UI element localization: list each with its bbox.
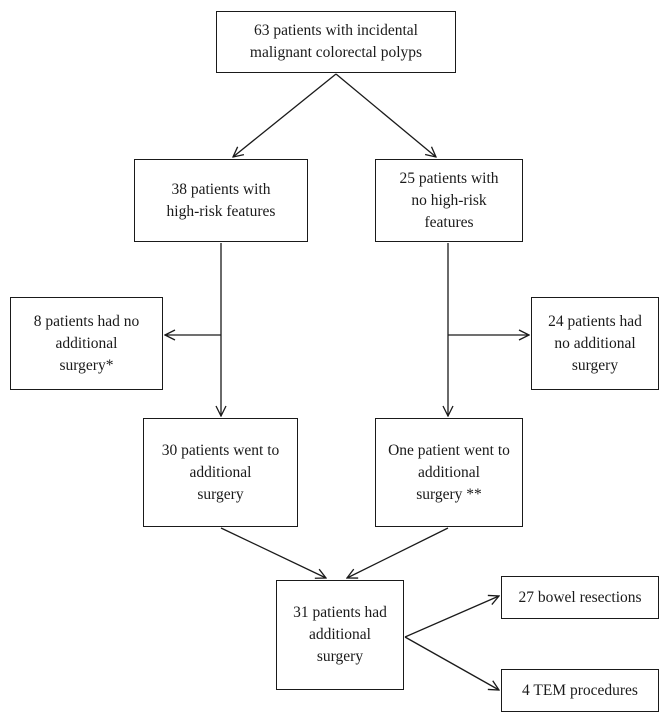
bowel-resections-label: 27 bowel resections — [518, 588, 642, 606]
no-surgery-left-box: 8 patients had no additional surgery* — [10, 297, 163, 390]
root-label: 63 patients with incidental malignant co… — [249, 22, 423, 61]
bowel-resections-box: 27 bowel resections — [501, 576, 659, 619]
surgery-right-box: One patient went to additional surgery *… — [375, 418, 523, 527]
total-surgery-label: 31 patients had additional surgery — [293, 604, 387, 665]
arrow-surgery-right-to-total — [347, 527, 449, 578]
no-surgery-right-box: 24 patients had no additional surgery — [531, 297, 659, 390]
surgery-left-box: 30 patients went to additional surgery — [143, 418, 298, 527]
no-surgery-right-label: 24 patients had no additional surgery — [548, 312, 642, 374]
arrow-surgery-left-to-total — [220, 527, 326, 578]
arrow-total-to-bowel — [404, 596, 499, 638]
arrow-root-to-high-risk — [233, 73, 337, 157]
arrow-root-to-no-high-risk — [335, 73, 436, 157]
high-risk-box: 38 patients with high-risk features — [134, 159, 308, 242]
surgery-left-label: 30 patients went to additional surgery — [161, 441, 280, 503]
no-surgery-left-label: 8 patients had no additional surgery* — [33, 312, 140, 374]
no-high-risk-box: 25 patients with no high-risk features — [375, 159, 523, 242]
tem-procedures-box: 4 TEM procedures — [501, 669, 659, 712]
total-surgery-box: 31 patients had additional surgery — [276, 580, 404, 690]
surgery-right-label: One patient went to additional surgery *… — [388, 441, 510, 503]
root-box: 63 patients with incidental malignant co… — [216, 11, 456, 73]
high-risk-label: 38 patients with high-risk features — [166, 180, 276, 220]
tem-procedures-label: 4 TEM procedures — [522, 681, 638, 699]
no-high-risk-label: 25 patients with no high-risk features — [399, 169, 499, 231]
arrow-total-to-tem — [404, 636, 499, 690]
